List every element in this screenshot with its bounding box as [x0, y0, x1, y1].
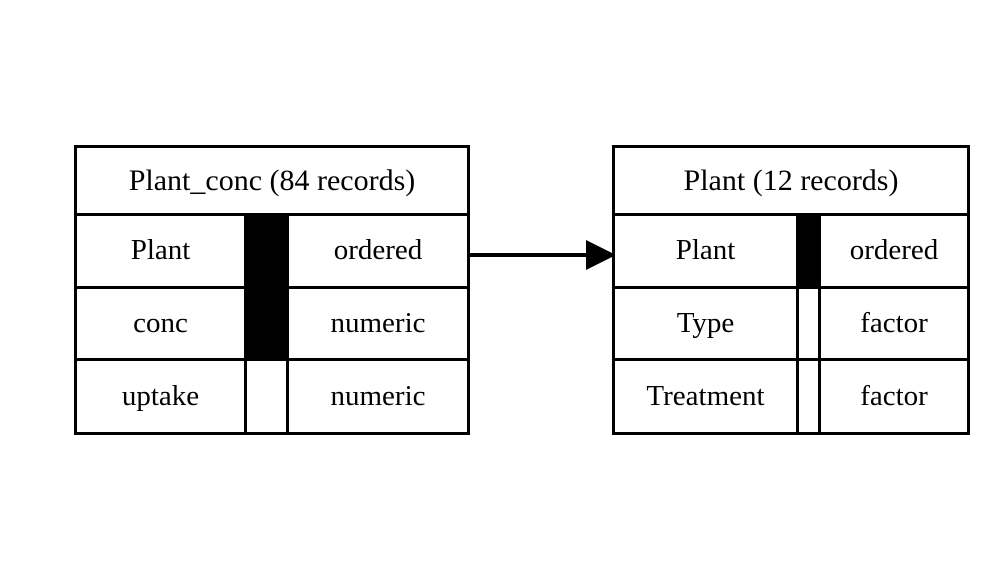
entity-table-plant[interactable]: Plant (12 records) Plant ordered Type fa… [612, 145, 970, 435]
field-type-plant-1: factor [860, 306, 928, 339]
field-name-plant-2: Treatment [646, 379, 765, 412]
entity-table-plant-conc[interactable]: Plant_conc (84 records) Plant ordered co… [74, 145, 470, 435]
field-row-plant-conc-2[interactable]: uptake numeric [77, 360, 467, 432]
field-name-plant-conc-2: uptake [121, 379, 200, 412]
field-name-plant-0: Plant [675, 234, 736, 267]
key-marker-plant-conc-1 [244, 288, 289, 358]
field-row-plant-1[interactable]: Type factor [615, 288, 967, 361]
field-row-plant-2[interactable]: Treatment factor [615, 360, 967, 432]
relationship-arrow-plant-conc-to-plant [470, 240, 616, 270]
field-row-plant-0[interactable]: Plant ordered [615, 216, 967, 289]
field-row-plant-conc-1[interactable]: conc numeric [77, 288, 467, 361]
field-type-plant-0: ordered [849, 234, 939, 267]
field-name-plant-conc-0: Plant [130, 234, 191, 267]
field-name-plant-conc-1: conc [133, 306, 188, 339]
key-marker-plant-conc-0 [244, 216, 289, 286]
field-type-plant-conc-2: numeric [330, 379, 426, 412]
field-name-plant-1: Type [676, 306, 735, 339]
entity-title-plant: Plant (12 records) [615, 148, 967, 217]
field-type-plant-conc-1: numeric [330, 306, 426, 339]
key-marker-plant-2 [796, 360, 821, 432]
field-type-plant-2: factor [860, 379, 928, 412]
key-marker-plant-conc-2 [244, 360, 289, 432]
entity-title-plant-conc: Plant_conc (84 records) [77, 148, 467, 217]
field-row-plant-conc-0[interactable]: Plant ordered [77, 216, 467, 289]
key-marker-plant-1 [796, 288, 821, 358]
field-type-plant-conc-0: ordered [333, 234, 423, 267]
key-marker-plant-0 [796, 216, 821, 286]
